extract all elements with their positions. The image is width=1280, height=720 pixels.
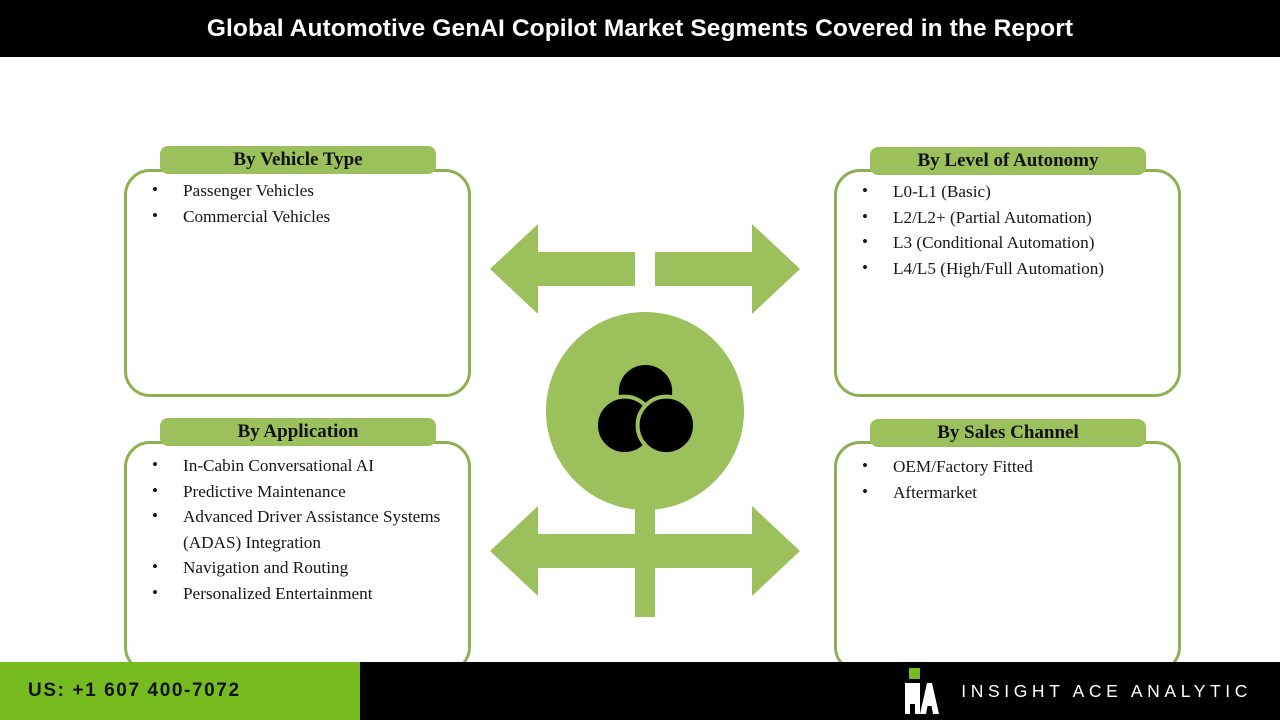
list-item: L4/L5 (High/Full Automation) xyxy=(858,255,1170,282)
segment-list-application: In-Cabin Conversational AI Predictive Ma… xyxy=(148,452,460,607)
segment-title-label: By Application xyxy=(237,421,359,442)
segment-title-label: By Vehicle Type xyxy=(233,149,363,170)
list-item: Predictive Maintenance xyxy=(148,478,460,505)
list-item: Passenger Vehicles xyxy=(148,177,458,204)
segment-list-vehicle-type: Passenger Vehicles Commercial Vehicles xyxy=(148,177,458,230)
footer-phone-number: US: +1 607 400-7072 xyxy=(28,680,241,701)
segment-title-label: By Sales Channel xyxy=(937,422,1079,443)
segment-title-sales-channel: By Sales Channel xyxy=(870,419,1146,447)
venn-diagram-icon xyxy=(596,360,695,457)
list-item: L0-L1 (Basic) xyxy=(858,178,1170,205)
arrow-connectors xyxy=(490,224,800,617)
list-item: L2/L2+ (Partial Automation) xyxy=(858,204,1170,231)
brand-name: INSIGHT ACE ANALYTIC xyxy=(961,680,1252,701)
segment-title-application: By Application xyxy=(160,418,436,446)
list-item: L3 (Conditional Automation) xyxy=(858,229,1170,256)
top-arrow-shape xyxy=(490,224,800,337)
page-title-bar: Global Automotive GenAI Copilot Market S… xyxy=(0,0,1280,57)
list-item: OEM/Factory Fitted xyxy=(858,453,1170,480)
segment-title-label: By Level of Autonomy xyxy=(917,150,1099,171)
page-footer: US: +1 607 400-7072 INSIGHT ACE ANALYTIC xyxy=(0,662,1280,720)
segment-list-sales-channel: OEM/Factory Fitted Aftermarket xyxy=(858,453,1170,506)
list-item: Advanced Driver Assistance Systems (ADAS… xyxy=(148,503,460,555)
insight-ace-analytic-logo-icon xyxy=(905,668,940,714)
footer-phone-banner: US: +1 607 400-7072 xyxy=(0,662,360,720)
list-item: Navigation and Routing xyxy=(148,554,460,581)
segment-list-level-of-autonomy: L0-L1 (Basic) L2/L2+ (Partial Automation… xyxy=(858,178,1170,282)
segment-title-level-of-autonomy: By Level of Autonomy xyxy=(870,147,1146,175)
list-item: Commercial Vehicles xyxy=(148,203,458,230)
page-title: Global Automotive GenAI Copilot Market S… xyxy=(206,14,1074,42)
list-item: Aftermarket xyxy=(858,479,1170,506)
infographic-canvas: By Vehicle Type Passenger Vehicles Comme… xyxy=(0,57,1280,673)
segment-title-vehicle-type: By Vehicle Type xyxy=(160,146,436,174)
brand-lockup: INSIGHT ACE ANALYTIC xyxy=(901,662,1252,720)
list-item: Personalized Entertainment xyxy=(148,580,460,607)
bottom-arrow-shape xyxy=(490,483,800,617)
list-item: In-Cabin Conversational AI xyxy=(148,452,460,479)
